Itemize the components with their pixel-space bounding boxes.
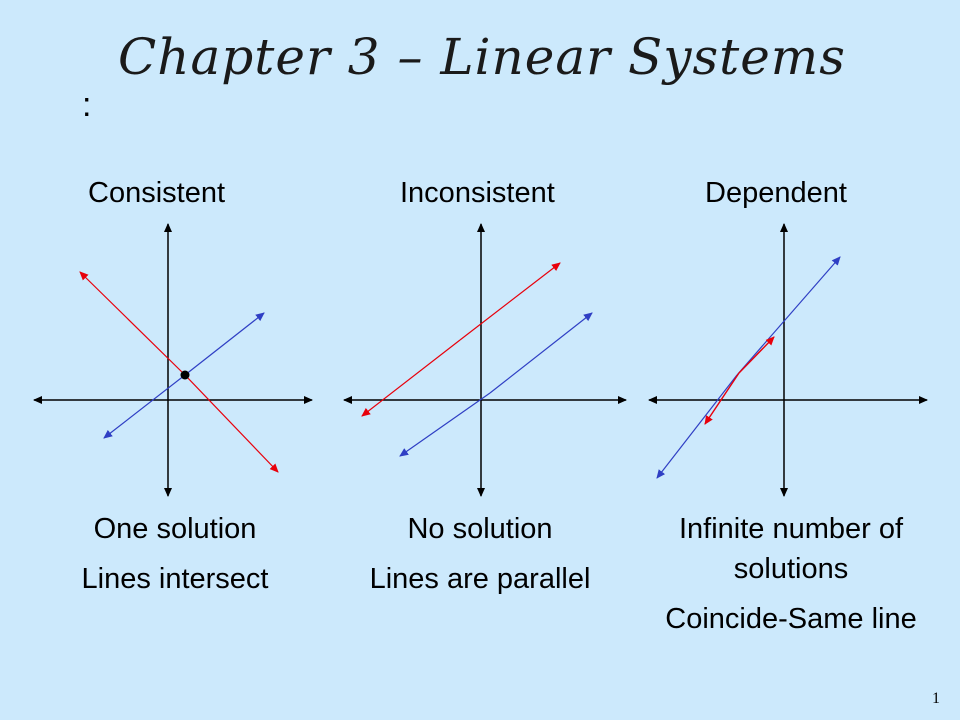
blue-line	[103, 312, 265, 439]
caption-line-lines-parallel: Lines are parallel	[369, 563, 591, 595]
caption-consistent: One solution Lines intersect	[60, 509, 290, 599]
caption-line-no-solution: No solution	[407, 513, 553, 545]
caption-line-coincide: Coincide-Same line	[665, 603, 917, 635]
title-colon: :	[82, 86, 92, 124]
caption-inconsistent: No solution Lines are parallel	[350, 509, 610, 599]
intersection-point-icon	[180, 370, 190, 380]
page-number: 1	[932, 690, 940, 707]
blue-line	[399, 312, 593, 457]
red-segment	[704, 336, 775, 425]
heading-dependent: Dependent	[705, 177, 847, 209]
caption-line-infinite-solutions: Infinite number of solutions	[678, 513, 904, 585]
caption-dependent: Infinite number of solutions Coincide-Sa…	[662, 509, 920, 639]
caption-line-lines-intersect: Lines intersect	[81, 563, 269, 595]
heading-inconsistent: Inconsistent	[400, 177, 555, 209]
graph-inconsistent	[343, 223, 627, 497]
red-line	[361, 262, 561, 417]
blue-line	[656, 256, 841, 479]
red-line	[79, 271, 279, 473]
graph-dependent	[648, 223, 928, 497]
caption-line-one-solution: One solution	[93, 513, 257, 545]
slide-title: Chapter 3 – Linear Systems	[118, 28, 846, 86]
heading-consistent: Consistent	[88, 177, 226, 209]
graph-consistent	[33, 223, 313, 497]
